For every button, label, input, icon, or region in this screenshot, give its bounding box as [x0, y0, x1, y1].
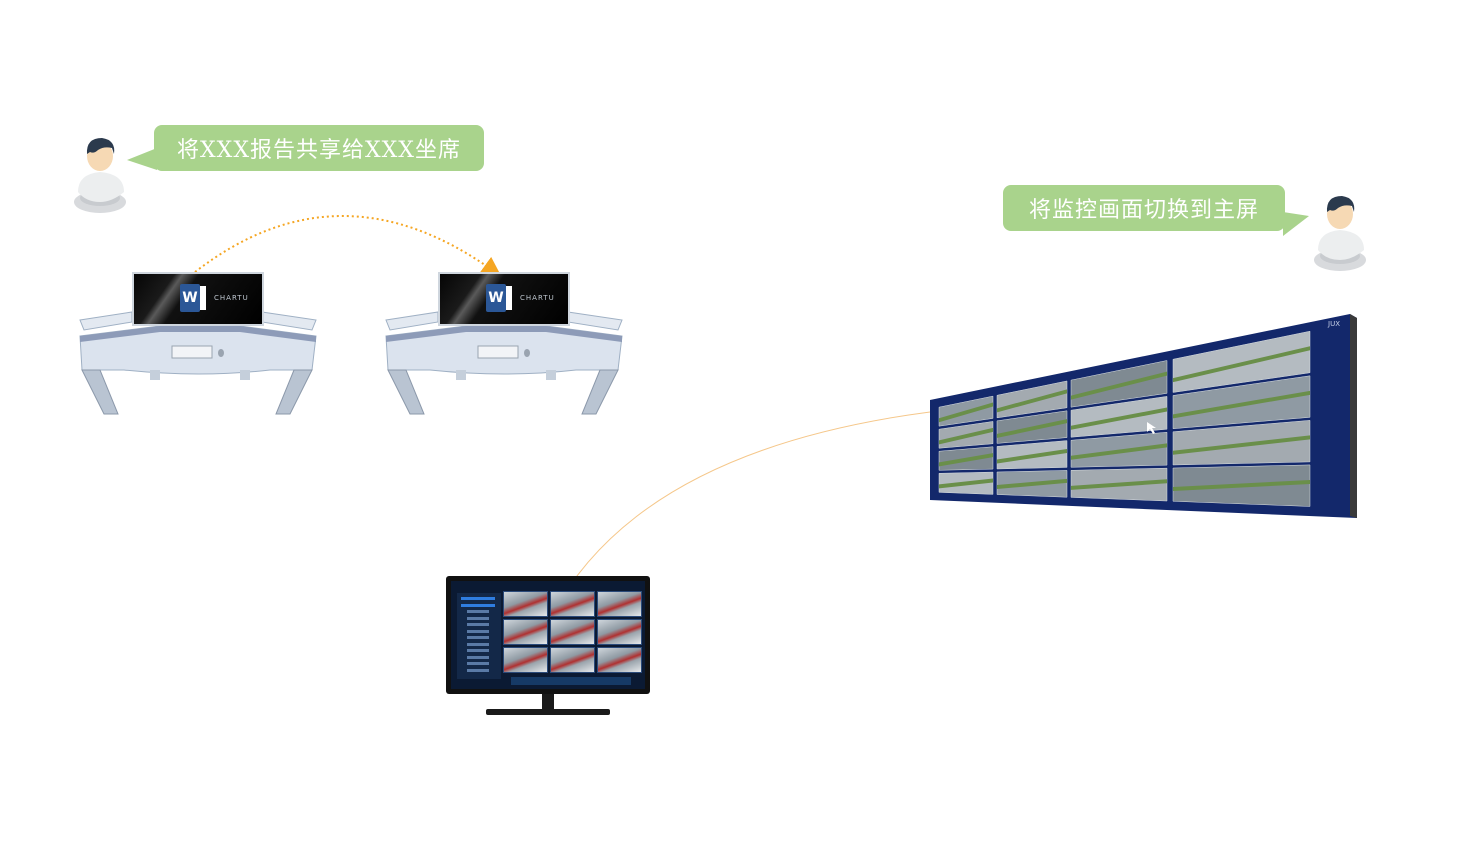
- right-bubble-text: 将监控画面切换到主屏: [1028, 198, 1259, 223]
- monitor-sidebar-item[interactable]: [467, 623, 489, 626]
- right-bubble-tail: [1283, 212, 1309, 236]
- left-operator-avatar: [72, 132, 132, 217]
- tile-road-detail: [939, 453, 993, 467]
- monitor-toolbar: [511, 677, 631, 685]
- monitor-sidebar-item[interactable]: [467, 649, 489, 652]
- monitor-camera-tile[interactable]: [503, 647, 548, 673]
- tile-road-detail: [1173, 479, 1310, 491]
- monitor-camera-tile[interactable]: [550, 647, 595, 673]
- tile-road-detail: [1173, 390, 1310, 419]
- left-speech-bubble: 将XXX报告共享给XXX坐席: [154, 125, 484, 171]
- share-arrow: [194, 215, 502, 277]
- target-desk: [385, 311, 623, 415]
- monitor-sidebar-item[interactable]: [467, 642, 489, 646]
- monitor-sidebar: [457, 593, 501, 679]
- source-desk: [79, 311, 317, 415]
- monitor-sidebar-item[interactable]: [467, 616, 489, 620]
- tile-road-detail: [997, 419, 1067, 438]
- monitor-base: [486, 709, 610, 715]
- right-operator-avatar: [1310, 190, 1370, 275]
- video-wall: [930, 314, 1357, 518]
- monitor-sidebar-item[interactable]: [467, 662, 489, 665]
- tile-road-detail: [997, 478, 1067, 490]
- monitor-camera-grid: [503, 591, 642, 673]
- monitor-sidebar-item[interactable]: [467, 668, 489, 672]
- monitor-camera-tile[interactable]: [597, 647, 642, 673]
- monitor-neck: [542, 694, 554, 710]
- tile-road-detail: [939, 402, 993, 423]
- video-wall-corner-label: JUX: [1328, 320, 1340, 328]
- operator-monitor: [446, 576, 650, 694]
- monitor-sidebar-item[interactable]: [461, 597, 495, 600]
- tile-road-detail: [997, 389, 1067, 413]
- tile-road-detail: [1173, 435, 1310, 455]
- monitor-sidebar-item[interactable]: [467, 655, 489, 659]
- tile-road-detail: [1071, 479, 1167, 490]
- tile-road-detail: [939, 427, 993, 445]
- target-desk-screen: W CHARTU: [438, 272, 570, 326]
- switch-arrow: [551, 411, 931, 616]
- brand-label: CHARTU: [520, 294, 555, 302]
- person-icon: [1314, 196, 1366, 271]
- monitor-screen: [451, 581, 645, 689]
- word-icon: W: [486, 284, 506, 312]
- monitor-camera-tile[interactable]: [503, 591, 548, 617]
- tile-road-detail: [1071, 407, 1167, 430]
- monitor-sidebar-item[interactable]: [467, 629, 489, 633]
- tile-road-detail: [1173, 346, 1310, 383]
- monitor-sidebar-item[interactable]: [467, 610, 489, 613]
- monitor-sidebar-item[interactable]: [461, 603, 495, 607]
- mouse-cursor-icon: [1147, 422, 1156, 434]
- tile-road-detail: [1071, 443, 1167, 460]
- monitor-sidebar-item[interactable]: [467, 636, 489, 639]
- brand-label: CHARTU: [214, 294, 249, 302]
- source-desk-screen: W CHARTU: [132, 272, 264, 326]
- monitor-camera-tile[interactable]: [550, 619, 595, 645]
- monitor-camera-tile[interactable]: [597, 591, 642, 617]
- right-speech-bubble: 将监控画面切换到主屏: [1003, 185, 1285, 231]
- monitor-camera-tile[interactable]: [550, 591, 595, 617]
- left-bubble-text: 将XXX报告共享给XXX坐席: [177, 138, 461, 163]
- tile-road-detail: [939, 478, 993, 489]
- tile-road-detail: [1071, 371, 1167, 400]
- word-icon: W: [180, 284, 200, 312]
- person-icon: [74, 138, 126, 213]
- monitor-camera-tile[interactable]: [597, 619, 642, 645]
- left-bubble-tail: [127, 148, 157, 170]
- tile-road-detail: [997, 449, 1067, 464]
- monitor-camera-tile[interactable]: [503, 619, 548, 645]
